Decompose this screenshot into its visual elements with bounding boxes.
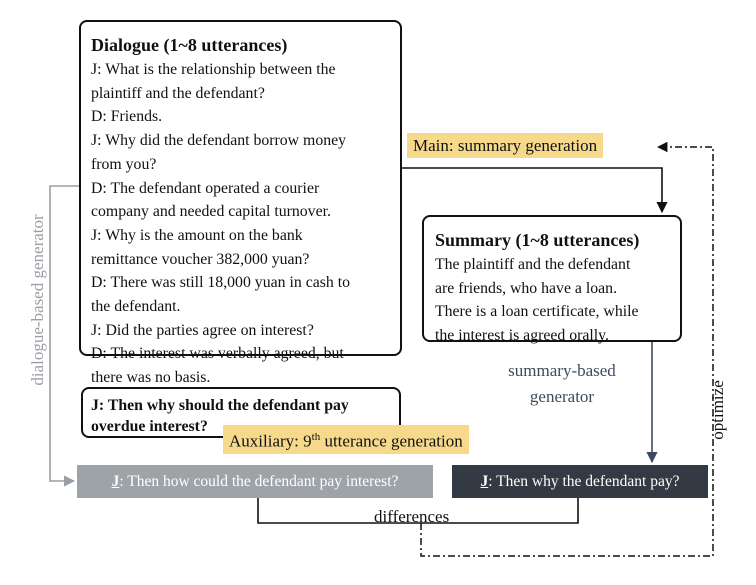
output-text: : Then how could the defendant pay inter… (119, 473, 399, 490)
output-text: : Then why the defendant pay? (488, 473, 680, 490)
next-utterance-line: overdue interest? (91, 418, 208, 435)
auxiliary-task-prefix: Auxiliary: 9 (229, 431, 312, 451)
summary-line: There is a loan certificate, while (435, 303, 639, 320)
dialogue-title: Dialogue (1~8 utterances) (91, 35, 288, 55)
main-task-label: Main: summary generation (407, 133, 604, 158)
summary-line: The plaintiff and the defendant (435, 256, 631, 273)
dialogue-line: D: Friends. (91, 108, 163, 126)
speaker-label: J (480, 473, 489, 490)
differences-bracket (257, 498, 579, 524)
summary-title: Summary (1~8 utterances) (435, 230, 640, 250)
dialogue-line: there was no basis. (91, 369, 211, 387)
dialogue-line: company and needed capital turnover. (91, 203, 331, 221)
dialogue-line: the defendant. (91, 298, 181, 316)
dialogue-line: D: The interest was verbally agreed, but (91, 345, 344, 363)
summary-line: the interest is agreed orally. (435, 326, 609, 344)
dialogue-generator-output: J: Then how could the defendant pay inte… (77, 465, 433, 498)
auxiliary-task-suffix: utterance generation (320, 431, 463, 451)
summary-box: Summary (1~8 utterances) The plaintiff a… (422, 215, 682, 344)
dialogue-line: plaintiff and the defendant? (91, 84, 265, 102)
dialogue-line: J: Why is the amount on the bank (91, 226, 303, 244)
summary-based-generator-label-line: generator (529, 387, 595, 406)
summary-based-generator-label: summary-based generator (496, 358, 628, 410)
dialogue-line: J: What is the relationship between the (91, 61, 336, 78)
dialogue-line: remittance voucher 382,000 yuan? (91, 250, 310, 268)
optimize-feedback-arrow (420, 141, 714, 557)
speaker-label: J (111, 473, 120, 490)
differences-label: differences (374, 507, 450, 526)
dialogue-generator-arrow (49, 185, 79, 487)
auxiliary-task-ordinal-suffix: th (311, 431, 321, 443)
dialogue-box: Dialogue (1~8 utterances) J: What is the… (79, 20, 402, 386)
summary-generator-output: J: Then why the defendant pay? (452, 465, 708, 498)
auxiliary-task-label: Auxiliary: 9th utterance generation (223, 425, 469, 454)
dialogue-line: from you? (91, 155, 157, 173)
dialogue-line: D: The defendant operated a courier (91, 179, 320, 197)
summary-line: are friends, who have a loan. (435, 279, 618, 297)
dialogue-line: D: There was still 18,000 yuan in cash t… (91, 274, 350, 292)
dialogue-line: J: Why did the defendant borrow money (91, 132, 347, 150)
main-task-arrow (402, 167, 668, 214)
dialogue-line: J: Did the parties agree on interest? (91, 321, 314, 339)
next-utterance-line: J: Then why should the defendant pay (91, 397, 349, 414)
summary-based-generator-label-line: summary-based (508, 361, 616, 380)
